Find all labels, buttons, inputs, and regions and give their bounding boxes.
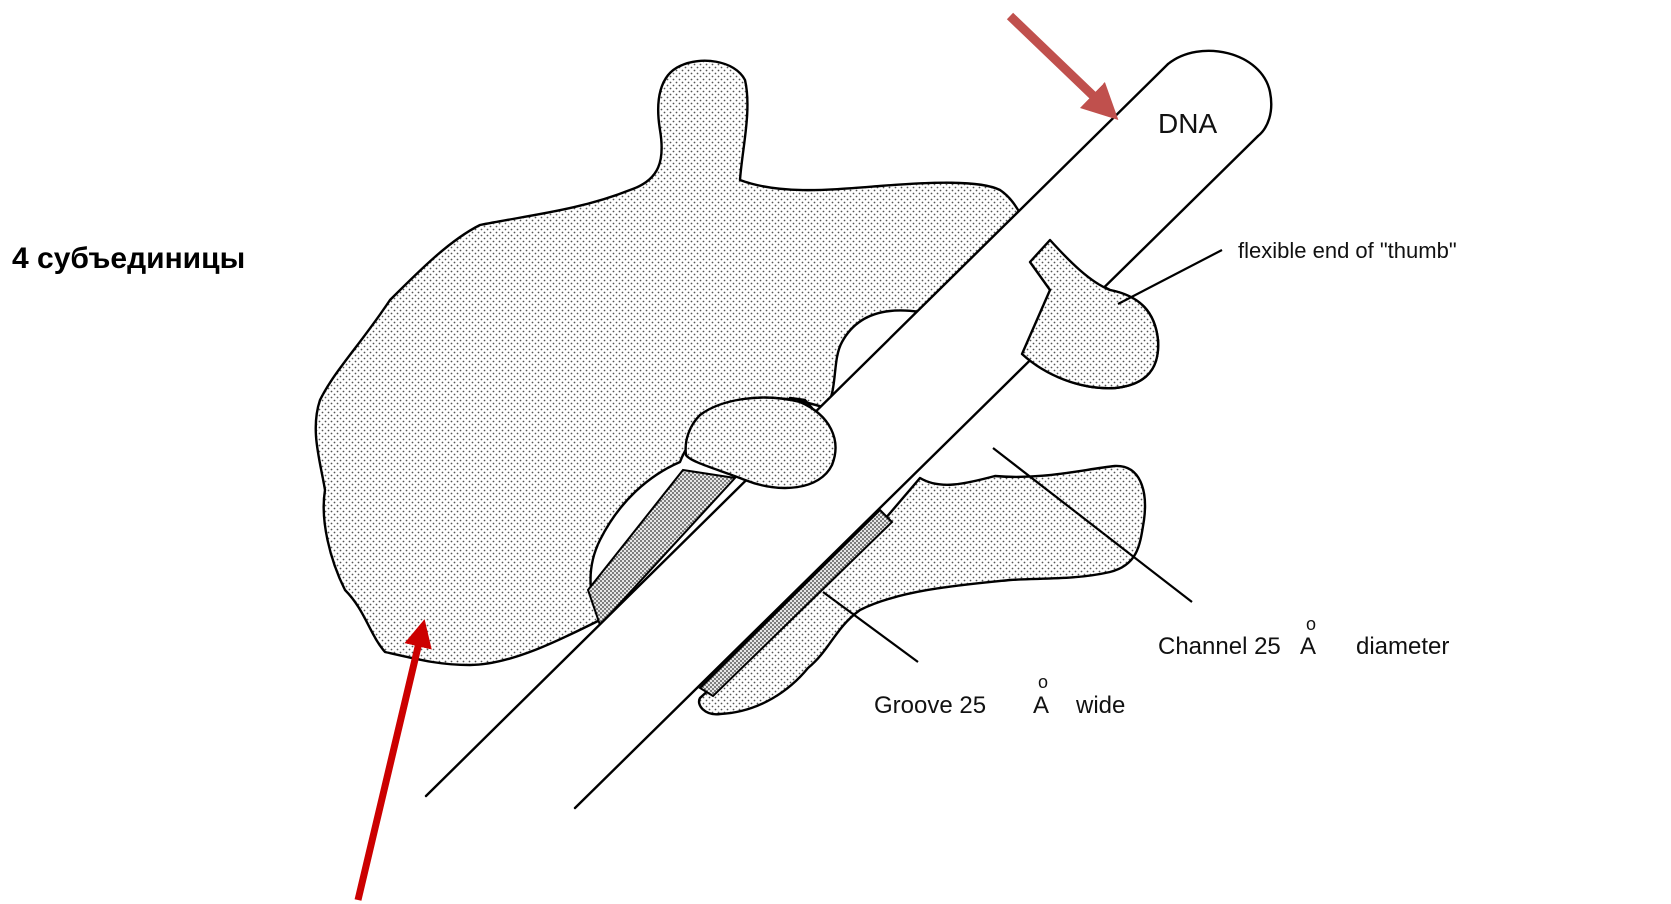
dna-label: DNA (1158, 108, 1217, 139)
subunits-label: 4 субъединицы (12, 242, 245, 275)
thumb-label: flexible end of "thumb" (1238, 238, 1457, 263)
groove-label-prefix: Groove 25 (874, 692, 986, 719)
channel-label-suffix: diameter (1356, 633, 1449, 660)
channel-label-prefix: Channel 25 (1158, 633, 1281, 660)
groove-label-unit: A (1033, 692, 1049, 719)
groove-label-suffix: wide (1075, 692, 1125, 719)
top-arrow-icon (1010, 16, 1108, 110)
bottom-arrow-icon (358, 630, 422, 900)
channel-label-unit: A (1300, 633, 1316, 660)
groove-angstrom-ring: o (1038, 672, 1048, 692)
channel-angstrom-ring: o (1306, 614, 1316, 634)
